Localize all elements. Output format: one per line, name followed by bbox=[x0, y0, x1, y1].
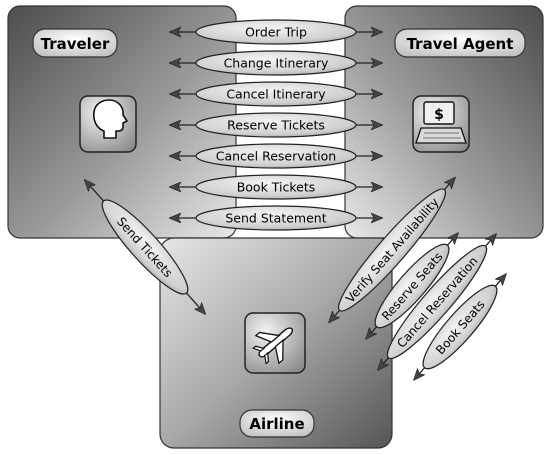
message-label: Cancel Itinerary bbox=[226, 87, 326, 102]
message-bubble bbox=[195, 112, 357, 138]
arrow-icon bbox=[186, 292, 205, 314]
message-bubble bbox=[337, 188, 447, 312]
airplane-icon bbox=[244, 312, 306, 374]
message-bubble bbox=[422, 284, 498, 370]
arrow-icon bbox=[486, 234, 496, 247]
travel-agent-label-text: Travel Agent bbox=[407, 35, 514, 53]
travel-agent-label: Travel Agent bbox=[394, 28, 526, 58]
message-order-trip: Order Trip bbox=[170, 19, 382, 45]
message-cancel-reservation: Cancel Reservation bbox=[170, 143, 382, 169]
arrow-icon bbox=[447, 233, 457, 246]
message-book-tickets: Book Tickets bbox=[170, 174, 382, 200]
arrow-icon bbox=[85, 180, 104, 202]
message-label: Send Statement bbox=[225, 211, 326, 226]
dollar-symbol: $ bbox=[434, 107, 444, 123]
person-head-icon bbox=[79, 95, 137, 153]
message-bubble bbox=[195, 19, 357, 45]
airline-label-text: Airline bbox=[249, 415, 304, 433]
message-bubble bbox=[386, 244, 488, 360]
message-bubble bbox=[195, 174, 357, 200]
message-label: Change Itinerary bbox=[224, 56, 329, 71]
traveler-label: Traveler bbox=[32, 28, 118, 58]
traveler-label-text: Traveler bbox=[41, 35, 110, 53]
message-bubble bbox=[195, 143, 357, 169]
arrow-icon bbox=[444, 178, 454, 191]
message-send-statement: Send Statement bbox=[170, 205, 382, 231]
arrow-icon bbox=[329, 309, 339, 322]
message-bubble bbox=[195, 205, 357, 231]
arrow-icon bbox=[378, 357, 388, 370]
message-bubble bbox=[195, 50, 357, 76]
message-cancel-itinerary: Cancel Itinerary bbox=[170, 81, 382, 107]
message-reserve-tickets: Reserve Tickets bbox=[170, 112, 382, 138]
message-label: Reserve Tickets bbox=[227, 118, 325, 133]
message-bubble bbox=[374, 243, 450, 329]
message-change-itinerary: Change Itinerary bbox=[170, 50, 382, 76]
message-bubble bbox=[101, 199, 189, 295]
message-label: Order Trip bbox=[245, 25, 307, 40]
arrow-icon bbox=[414, 367, 424, 380]
message-label: Cancel Reservation bbox=[216, 149, 336, 164]
message-label: Book Tickets bbox=[237, 180, 316, 195]
airline-label: Airline bbox=[239, 409, 315, 438]
arrow-icon bbox=[495, 274, 505, 287]
arrow-icon bbox=[366, 326, 376, 339]
computer-terminal-icon: $ bbox=[412, 95, 470, 153]
message-bubble bbox=[195, 81, 357, 107]
